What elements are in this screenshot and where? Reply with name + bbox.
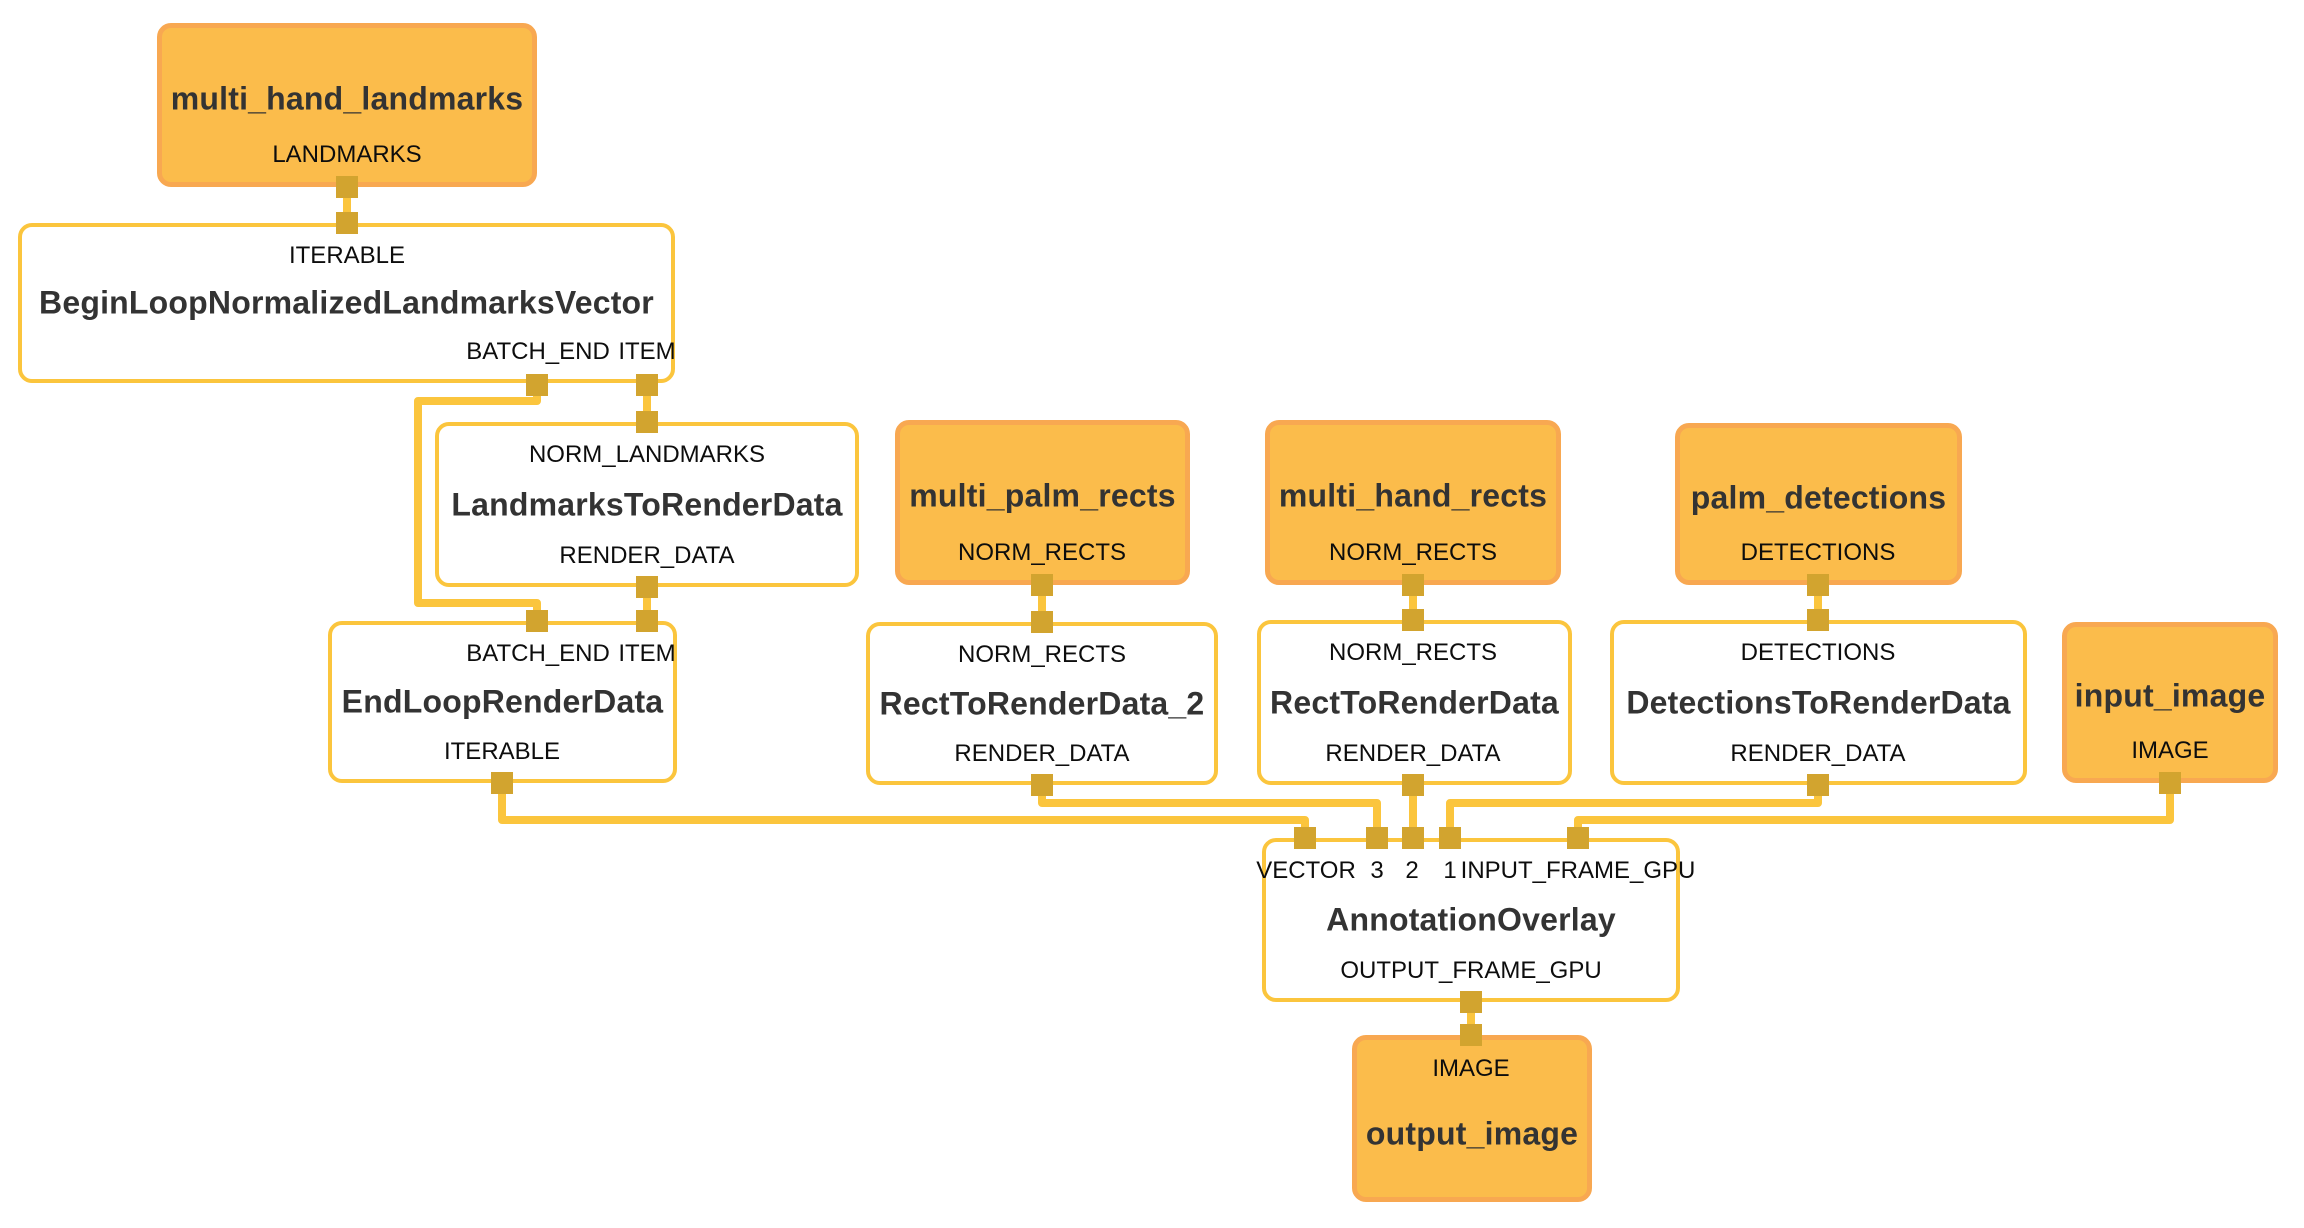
port-label-multi_hand_rects-NORM_RECTS: NORM_RECTS — [1328, 539, 1498, 566]
port-connector-AnnotationOverlay.2[interactable] — [1402, 827, 1424, 849]
port-connector-AnnotationOverlay.1[interactable] — [1439, 827, 1461, 849]
port-label-RectToRenderData_2-NORM_RECTS: NORM_RECTS — [957, 641, 1127, 668]
port-label-EndLoopRenderData-BATCH_END: BATCH_END — [466, 640, 610, 667]
edge-DetectionsToRenderData.RENDER_DATA-to-AnnotationOverlay.1 — [1446, 785, 1822, 838]
node-title-multi_hand_rects: multi_hand_rects — [1278, 477, 1548, 514]
port-connector-multi_hand_landmarks.LANDMARKS[interactable] — [336, 176, 358, 198]
port-label-output_image-IMAGE: IMAGE — [1432, 1055, 1510, 1082]
edge-EndLoopRenderData.ITERABLE-to-AnnotationOverlay.VECTOR — [498, 783, 1309, 838]
port-connector-BeginLoopNormalizedLandmarksVector.ITERABLE[interactable] — [336, 212, 358, 234]
port-connector-AnnotationOverlay.3[interactable] — [1366, 827, 1388, 849]
port-connector-BeginLoopNormalizedLandmarksVector.BATCH_END[interactable] — [526, 374, 548, 396]
node-title-output_image: output_image — [1365, 1115, 1579, 1152]
port-connector-AnnotationOverlay.OUTPUT_FRAME_GPU[interactable] — [1460, 991, 1482, 1013]
node-RectToRenderData[interactable]: RectToRenderData NORM_RECTS RENDER_DATA — [1257, 620, 1572, 785]
port-label-DetectionsToRenderData-DETECTIONS: DETECTIONS — [1740, 639, 1896, 666]
port-label-AnnotationOverlay-1: 1 — [1443, 857, 1457, 884]
port-label-RectToRenderData_2-RENDER_DATA: RENDER_DATA — [954, 740, 1130, 767]
node-title-BeginLoopNormalizedLandmarksVector: BeginLoopNormalizedLandmarksVector — [39, 284, 654, 321]
port-label-AnnotationOverlay-2: 2 — [1405, 857, 1419, 884]
node-title-AnnotationOverlay: AnnotationOverlay — [1326, 901, 1616, 938]
node-output_image[interactable]: output_image IMAGE — [1352, 1035, 1592, 1202]
port-label-multi_palm_rects-NORM_RECTS: NORM_RECTS — [957, 539, 1127, 566]
port-connector-BeginLoopNormalizedLandmarksVector.ITEM[interactable] — [636, 374, 658, 396]
port-label-palm_detections-DETECTIONS: DETECTIONS — [1740, 539, 1896, 566]
port-connector-AnnotationOverlay.INPUT_FRAME_GPU[interactable] — [1567, 827, 1589, 849]
port-connector-EndLoopRenderData.BATCH_END[interactable] — [526, 610, 548, 632]
port-label-multi_hand_landmarks-LANDMARKS: LANDMARKS — [272, 141, 422, 168]
port-connector-RectToRenderData_2.RENDER_DATA[interactable] — [1031, 774, 1053, 796]
port-connector-DetectionsToRenderData.RENDER_DATA[interactable] — [1807, 774, 1829, 796]
port-label-AnnotationOverlay-3: 3 — [1370, 857, 1384, 884]
node-BeginLoopNormalizedLandmarksVector[interactable]: BeginLoopNormalizedLandmarksVector ITERAB… — [18, 223, 676, 383]
port-connector-LandmarksToRenderData.NORM_LANDMARKS[interactable] — [636, 411, 658, 433]
port-connector-LandmarksToRenderData.RENDER_DATA[interactable] — [636, 576, 658, 598]
node-title-input_image: input_image — [2074, 677, 2266, 714]
port-label-BeginLoopNormalizedLandmarksVector-ITERABLE: ITERABLE — [288, 242, 406, 269]
node-title-RectToRenderData: RectToRenderData — [1270, 684, 1559, 720]
port-label-RectToRenderData-NORM_RECTS: NORM_RECTS — [1328, 639, 1498, 666]
port-connector-input_image.IMAGE[interactable] — [2159, 772, 2181, 794]
port-connector-AnnotationOverlay.VECTOR[interactable] — [1294, 827, 1316, 849]
port-connector-RectToRenderData.RENDER_DATA[interactable] — [1402, 774, 1424, 796]
port-label-DetectionsToRenderData-RENDER_DATA: RENDER_DATA — [1730, 740, 1906, 767]
node-title-DetectionsToRenderData: DetectionsToRenderData — [1626, 684, 2011, 720]
port-label-EndLoopRenderData-ITEM: ITEM — [618, 640, 676, 667]
port-label-RectToRenderData-RENDER_DATA: RENDER_DATA — [1325, 740, 1501, 767]
port-connector-DetectionsToRenderData.DETECTIONS[interactable] — [1807, 609, 1829, 631]
port-label-AnnotationOverlay-OUTPUT_FRAME_GPU: OUTPUT_FRAME_GPU — [1340, 957, 1602, 984]
port-label-BeginLoopNormalizedLandmarksVector-BATCH_END: BATCH_END — [466, 338, 610, 365]
port-connector-multi_hand_rects.NORM_RECTS[interactable] — [1402, 574, 1424, 596]
port-connector-EndLoopRenderData.ITEM[interactable] — [636, 610, 658, 632]
port-label-EndLoopRenderData-ITERABLE: ITERABLE — [443, 738, 561, 765]
edge-BeginLoopNormalizedLandmarksVector.BATCH_END-to-EndLoopRenderData.BATCH_END — [414, 385, 541, 621]
node-title-multi_hand_landmarks: multi_hand_landmarks — [170, 80, 524, 117]
port-label-LandmarksToRenderData-RENDER_DATA: RENDER_DATA — [559, 542, 735, 569]
port-label-AnnotationOverlay-INPUT_FRAME_GPU: INPUT_FRAME_GPU — [1460, 857, 1696, 884]
node-RectToRenderData_2[interactable]: RectToRenderData_2 NORM_RECTS RENDER_DATA — [866, 622, 1218, 785]
port-connector-output_image.IMAGE[interactable] — [1460, 1024, 1482, 1046]
edge-input_image.IMAGE-to-AnnotationOverlay.INPUT_FRAME_GPU — [1574, 783, 2174, 838]
port-connector-palm_detections.DETECTIONS[interactable] — [1807, 574, 1829, 596]
port-connector-RectToRenderData.NORM_RECTS[interactable] — [1402, 609, 1424, 631]
node-DetectionsToRenderData[interactable]: DetectionsToRenderData DETECTIONS RENDER_D… — [1610, 620, 2027, 785]
node-title-RectToRenderData_2: RectToRenderData_2 — [879, 685, 1205, 721]
port-connector-multi_palm_rects.NORM_RECTS[interactable] — [1031, 574, 1053, 596]
port-label-LandmarksToRenderData-NORM_LANDMARKS: NORM_LANDMARKS — [528, 441, 766, 468]
node-title-LandmarksToRenderData: LandmarksToRenderData — [451, 486, 843, 522]
edge-RectToRenderData_2.RENDER_DATA-to-AnnotationOverlay.3 — [1038, 785, 1381, 838]
port-label-input_image-IMAGE: IMAGE — [2131, 737, 2209, 764]
node-title-EndLoopRenderData: EndLoopRenderData — [341, 683, 664, 720]
port-label-BeginLoopNormalizedLandmarksVector-ITEM: ITEM — [618, 338, 676, 365]
node-LandmarksToRenderData[interactable]: LandmarksToRenderData NORM_LANDMARKS RENDE… — [435, 422, 859, 587]
node-EndLoopRenderData[interactable]: EndLoopRenderData BATCH_END ITEM ITERABLE — [328, 621, 677, 783]
port-label-AnnotationOverlay-VECTOR: VECTOR — [1256, 857, 1356, 884]
node-title-palm_detections: palm_detections — [1690, 479, 1947, 516]
port-connector-RectToRenderData_2.NORM_RECTS[interactable] — [1031, 611, 1053, 633]
node-title-multi_palm_rects: multi_palm_rects — [909, 477, 1176, 514]
port-connector-EndLoopRenderData.ITERABLE[interactable] — [491, 772, 513, 794]
